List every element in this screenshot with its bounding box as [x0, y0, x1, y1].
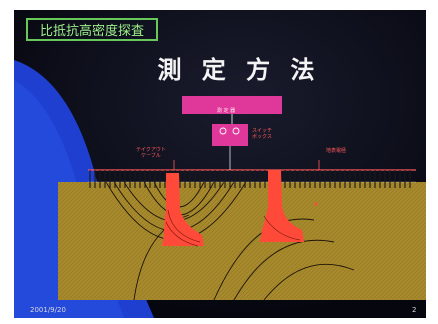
- switch-box-label: スイッチ ボックス: [252, 128, 273, 140]
- electrode-label: 地表電極: [326, 148, 347, 154]
- ground-texture: [58, 182, 426, 300]
- instrument-label: 測 定 器: [216, 108, 236, 114]
- slide: 比抵抗高密度探査 測 定 方 法 測 定 器 スイッチ ボックス テイクアウト …: [14, 10, 426, 318]
- anomaly-dot: [314, 202, 318, 206]
- page-number: 2: [412, 306, 417, 314]
- measuring-instrument: [182, 96, 282, 114]
- slide-title-box: 比抵抗高密度探査: [26, 18, 158, 41]
- cable-label: テイクアウト ケーブル: [136, 147, 166, 159]
- switch-box: [212, 124, 248, 146]
- footer-date: 2001/9/20: [30, 306, 66, 314]
- take-out-probe-right: [260, 170, 304, 242]
- slide-graphics: [14, 10, 426, 318]
- take-out-probe-left: [162, 173, 204, 246]
- main-title: 測 定 方 法: [157, 56, 321, 84]
- switch-knob-2: [232, 127, 240, 135]
- probe-contour-lines: [165, 209, 301, 247]
- switch-knob-1: [219, 127, 227, 135]
